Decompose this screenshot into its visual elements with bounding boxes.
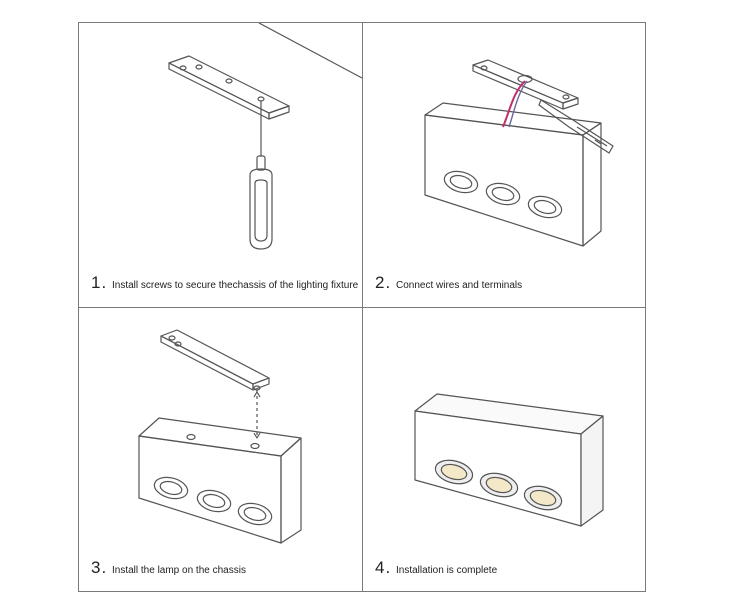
step-1-illustration	[168, 23, 362, 250]
arrow-up-icon	[253, 391, 261, 398]
step-3-caption: 3. Install the lamp on the chassis	[91, 558, 246, 578]
step-separator: .	[385, 558, 392, 577]
mounting-bracket	[160, 329, 270, 391]
step-text: Installation is complete	[395, 565, 498, 576]
step-2-illustration	[424, 59, 614, 247]
mounting-bracket	[168, 55, 290, 120]
step-4-caption: 4. Installation is complete	[375, 558, 497, 578]
step-separator: .	[385, 273, 392, 292]
ceiling-line	[258, 23, 362, 79]
lit-spotlight	[523, 485, 563, 511]
step-separator: .	[101, 273, 108, 292]
mounting-bracket	[472, 59, 579, 110]
lit-spotlight	[434, 459, 474, 485]
step-text: Install the lamp on the chassis	[111, 565, 246, 576]
step-separator: .	[101, 558, 108, 577]
step-3-panel: 3. Install the lamp on the chassis	[79, 308, 362, 592]
lamp-housing	[424, 102, 602, 247]
step-text: Connect wires and terminals	[395, 280, 523, 291]
grid-divider-horizontal	[79, 307, 645, 308]
step-text: Install screws to secure thechassis of t…	[111, 280, 359, 291]
screwdriver-icon	[249, 116, 273, 250]
step-1-panel: 1. Install screws to secure thechassis o…	[79, 23, 362, 307]
arrow-down-icon	[253, 432, 261, 439]
voltage-tester-icon	[538, 99, 614, 154]
step-3-illustration	[138, 329, 302, 544]
screw	[257, 96, 265, 116]
wire-secondary	[508, 80, 528, 128]
step-4-panel: 4. Installation is complete	[363, 308, 646, 592]
lamp-housing	[414, 393, 604, 527]
instruction-grid: 1. Install screws to secure thechassis o…	[78, 22, 646, 592]
step-1-caption: 1. Install screws to secure thechassis o…	[91, 273, 358, 293]
step-4-illustration	[414, 393, 604, 527]
step-2-panel: 2. Connect wires and terminals	[363, 23, 646, 307]
step-number: 1	[91, 273, 102, 292]
step-number: 3	[91, 558, 102, 577]
step-number: 4	[375, 558, 386, 577]
step-number: 2	[375, 273, 386, 292]
lamp-housing	[138, 417, 302, 544]
step-2-caption: 2. Connect wires and terminals	[375, 273, 522, 293]
lit-spotlight	[479, 472, 519, 498]
wire	[502, 80, 526, 128]
